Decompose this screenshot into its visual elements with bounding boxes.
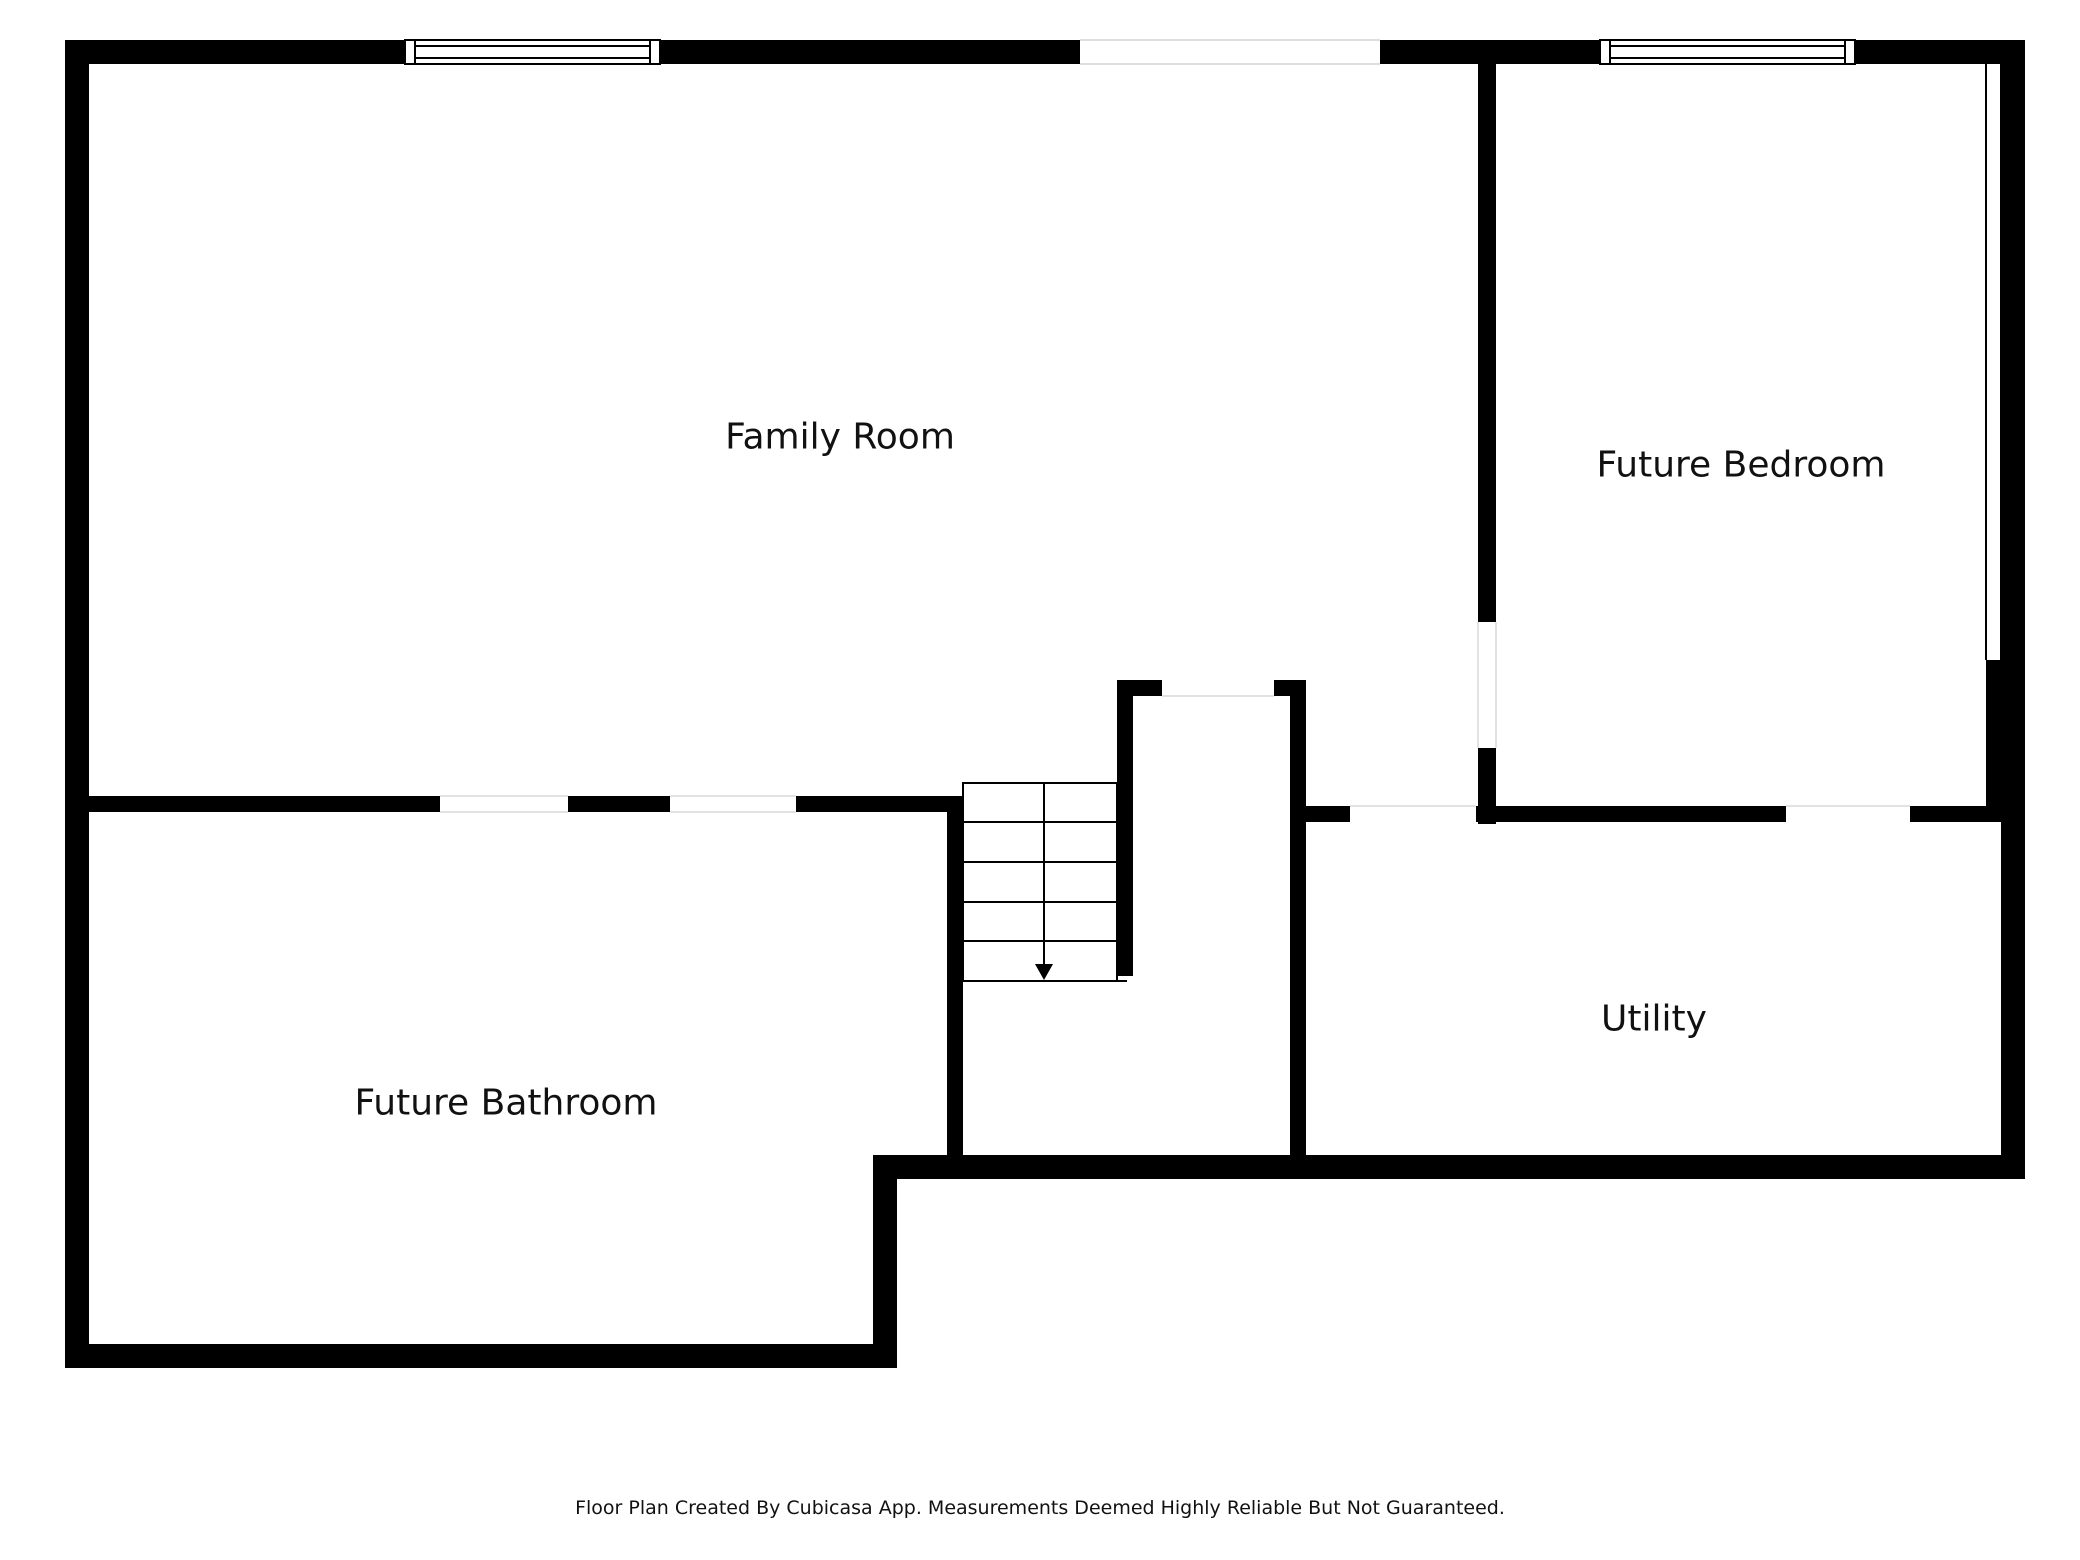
stairs bbox=[962, 782, 1127, 982]
room-label-utility: Utility bbox=[1601, 998, 1707, 1040]
room-label-future-bathroom: Future Bathroom bbox=[354, 1082, 658, 1124]
top-opening bbox=[1080, 39, 1380, 65]
window-family-room bbox=[404, 39, 661, 65]
stairs-direction-arrow bbox=[1035, 964, 1053, 980]
room-label-family-room: Family Room bbox=[725, 416, 955, 458]
interior-walls bbox=[65, 60, 2010, 1170]
room-label-future-bedroom: Future Bedroom bbox=[1596, 444, 1886, 486]
window-bedroom bbox=[1599, 39, 1856, 65]
door-openings bbox=[440, 622, 1910, 813]
exterior-walls bbox=[65, 40, 2025, 1368]
bedroom-closet-line bbox=[1985, 64, 2002, 660]
footer-disclaimer: Floor Plan Created By Cubicasa App. Meas… bbox=[575, 1497, 1505, 1519]
